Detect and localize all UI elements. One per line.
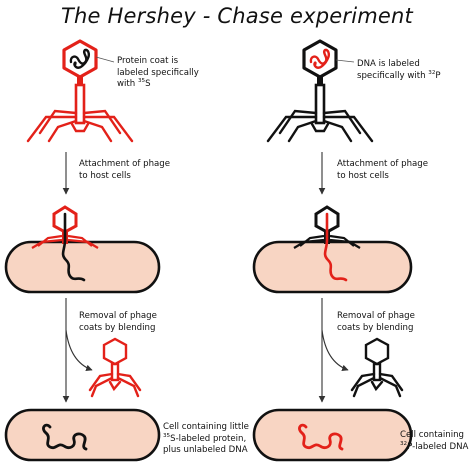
right-label1-leader [335, 59, 355, 63]
left-phage-label-line2: labeled specifically [117, 67, 199, 78]
right-phage-dna [309, 48, 330, 69]
left-cell-result [4, 408, 161, 462]
right-empty-coat [350, 337, 404, 398]
left-cell-infected [4, 205, 161, 294]
right-phage-head [302, 39, 338, 79]
right-arrow-branch [321, 329, 349, 372]
left-cell-2-dna [42, 423, 88, 451]
right-cell-1-dna [323, 212, 348, 282]
right-phage-labeled-dna [266, 39, 374, 143]
left-phage-dna [69, 48, 90, 69]
left-phage-label: Protein coat is labeled specifically wit… [117, 56, 199, 91]
right-result-label: Cell containing 32P-labeled DNA [400, 430, 469, 452]
right-cell-1-body [252, 240, 413, 294]
right-cell-result [252, 408, 413, 462]
left-phage-label-line1: Protein coat is [117, 56, 179, 66]
left-step1-label: Attachment of phage to host cells [79, 159, 171, 181]
right-cell-infected [252, 205, 413, 294]
left-phage-head [62, 39, 98, 79]
left-phage-collar [77, 77, 83, 85]
page-title: The Hershey - Chase experiment [61, 4, 413, 28]
right-step1-label: Attachment of phage to host cells [337, 159, 429, 181]
left-cell-1-body [4, 240, 161, 294]
left-result-label: Cell containing little 35S-labeled prote… [163, 422, 249, 455]
left-arrow-branch [65, 329, 93, 372]
left-phage-label-line3: with 35S [117, 78, 151, 89]
right-phage-label: DNA is labeled specifically with 32P [357, 59, 441, 81]
right-phage-tail-fibers [266, 109, 374, 143]
right-step2-label: Removal of phage coats by blending [337, 311, 415, 333]
left-phage-tail [74, 83, 86, 125]
left-empty-coat [88, 337, 142, 398]
left-phage-tail-fibers [26, 109, 134, 143]
left-cell-1-dna [61, 212, 86, 282]
right-cell-2-dna [298, 423, 344, 451]
left-step2-label: Removal of phage coats by blending [79, 311, 157, 333]
right-phage-tail [314, 83, 326, 125]
left-phage-labeled-protein [26, 39, 134, 143]
left-label1-leader [95, 56, 115, 63]
